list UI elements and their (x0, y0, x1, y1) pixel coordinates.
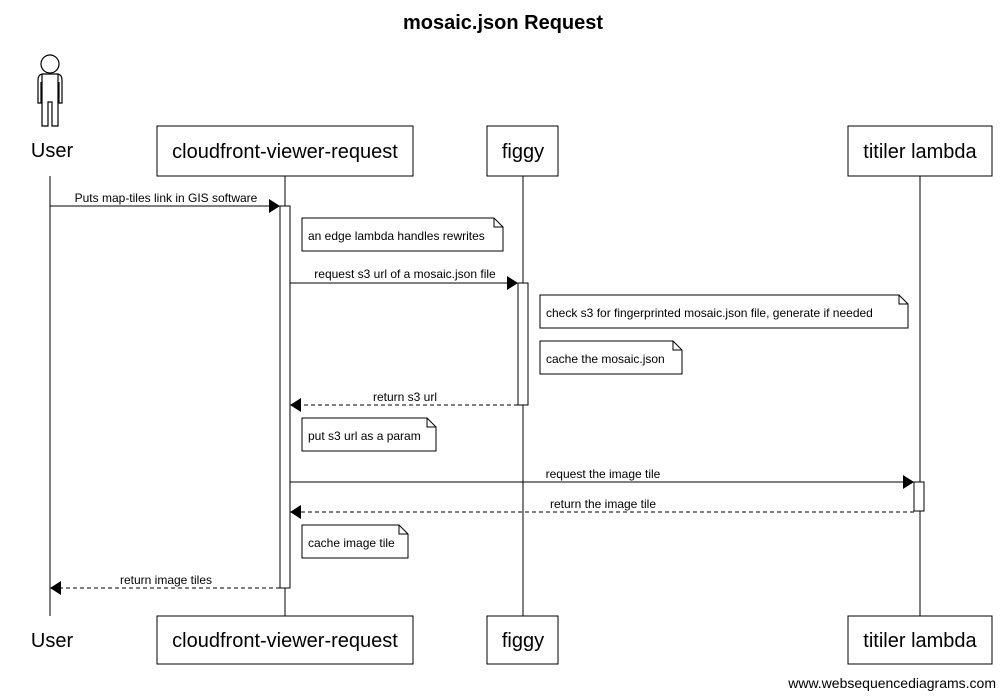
note-text: an edge lambda handles rewrites (308, 229, 485, 243)
participant-cloudfront-top: cloudfront-viewer-request (156, 125, 414, 177)
activation-figgy (517, 282, 529, 406)
note-edge-lambda: an edge lambda handles rewrites (301, 217, 504, 252)
arrowhead-left-icon (290, 505, 301, 519)
participant-titiler-bottom: titiler lambda (847, 615, 993, 665)
arrowhead-right-icon (507, 276, 518, 290)
activation-titiler (913, 481, 925, 512)
participant-cloudfront-bottom: cloudfront-viewer-request (156, 615, 414, 665)
message-cloudfront-to-titiler: request the image tile (290, 467, 914, 489)
diagram-title: mosaic.json Request (403, 12, 603, 34)
footer-credit: www.websequencediagrams.com (787, 675, 996, 691)
note-s3-param: put s3 url as a param (301, 417, 437, 452)
participant-label-user-top: User (31, 140, 74, 162)
arrowhead-left-icon (290, 398, 301, 412)
note-cache-mosaic: cache the mosaic.json (539, 340, 683, 375)
participant-label-figgy-bottom: figgy (502, 630, 544, 652)
note-text: check s3 for fingerprinted mosaic.json f… (546, 306, 873, 320)
message-user-to-cloudfront: Puts map-tiles link in GIS software (50, 191, 280, 213)
participant-figgy-top: figgy (486, 125, 559, 177)
message-label: return the image tile (550, 497, 656, 511)
participant-label-titiler-top: titiler lambda (863, 141, 977, 163)
message-titiler-to-cloudfront: return the image tile (290, 497, 914, 519)
message-label: return s3 url (373, 390, 437, 404)
participant-titiler-top: titiler lambda (847, 125, 993, 177)
participant-label-titiler-bottom: titiler lambda (863, 630, 977, 652)
message-figgy-to-cloudfront: return s3 url (290, 390, 518, 412)
arrowhead-left-icon (50, 581, 61, 595)
message-label: request the image tile (546, 467, 661, 481)
arrowhead-right-icon (269, 199, 280, 213)
message-label: return image tiles (120, 573, 212, 587)
arrowhead-right-icon (903, 475, 914, 489)
message-label: request s3 url of a mosaic.json file (314, 267, 496, 281)
note-check-s3: check s3 for fingerprinted mosaic.json f… (539, 294, 909, 329)
participant-label-cloudfront-bottom: cloudfront-viewer-request (172, 630, 398, 652)
message-cloudfront-to-figgy: request s3 url of a mosaic.json file (290, 267, 518, 290)
participant-label-cloudfront-top: cloudfront-viewer-request (172, 141, 398, 163)
note-text: cache image tile (308, 536, 395, 550)
note-text: cache the mosaic.json (546, 352, 665, 366)
participant-label-figgy-top: figgy (502, 141, 544, 163)
participant-label-user-bottom: User (31, 630, 74, 652)
message-cloudfront-to-user: return image tiles (50, 573, 280, 595)
participant-figgy-bottom: figgy (486, 615, 559, 665)
activation-cloudfront (279, 205, 291, 589)
message-label: Puts map-tiles link in GIS software (75, 191, 258, 205)
note-text: put s3 url as a param (308, 429, 421, 443)
actor-user-icon-top (37, 54, 63, 127)
note-cache-tile: cache image tile (301, 524, 409, 559)
